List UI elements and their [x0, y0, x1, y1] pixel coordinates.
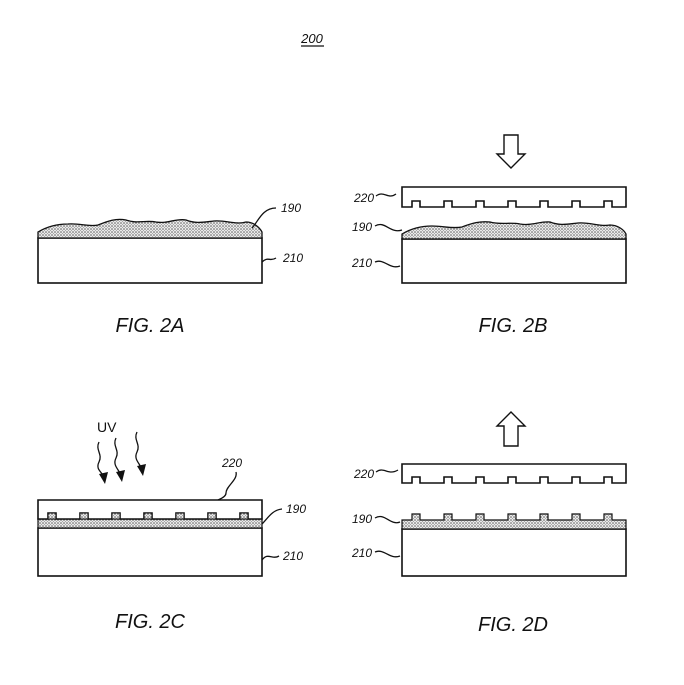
substrate-210 [37, 237, 263, 284]
panel-fig-2d: 220 190 210 FIG. 2D [351, 411, 627, 636]
label-uv: UV [97, 419, 117, 435]
leader-190 [374, 515, 401, 524]
resin-layer-190 [37, 218, 263, 239]
substrate-210 [37, 527, 263, 577]
arrow-up-outline-icon [495, 411, 527, 447]
label-220: 220 [353, 191, 374, 205]
caption-fig-2d: FIG. 2D [478, 614, 548, 636]
leader-220 [375, 193, 397, 197]
label-190: 190 [281, 201, 301, 215]
label-220: 220 [221, 456, 242, 470]
label-190: 190 [286, 502, 306, 516]
label-190: 190 [352, 220, 372, 234]
caption-fig-2b: FIG. 2B [479, 315, 548, 337]
sheet-number: 200 [300, 31, 323, 46]
wavy-arrow-icon [114, 437, 125, 482]
label-210: 210 [282, 251, 303, 265]
leader-210 [374, 550, 401, 558]
leader-190 [374, 223, 403, 232]
arrow-down-outline-icon [495, 134, 527, 169]
substrate-210 [401, 238, 627, 284]
leader-190 [251, 207, 277, 229]
leader-220 [217, 471, 237, 501]
panel-fig-2a: 190 210 FIG. 2A [37, 201, 303, 337]
panel-fig-2c: UV 220 190 210 FIG. 2C [37, 419, 306, 633]
label-220: 220 [353, 467, 374, 481]
leader-190 [261, 508, 283, 525]
leader-210 [261, 257, 277, 263]
substrate-210 [401, 528, 627, 577]
resin-layer-190 [37, 518, 263, 529]
label-210: 210 [282, 549, 303, 563]
resin-fill-in-mold-recesses [47, 512, 249, 520]
caption-fig-2a: FIG. 2A [116, 315, 185, 337]
patterned-resin-layer-190 [401, 513, 627, 530]
leader-210 [374, 260, 401, 268]
label-210: 210 [351, 546, 372, 560]
leader-220 [375, 469, 399, 473]
mold-220 [401, 463, 627, 484]
label-190: 190 [352, 512, 372, 526]
wavy-arrow-icon [97, 441, 108, 484]
caption-fig-2c: FIG. 2C [115, 611, 186, 633]
wavy-arrow-icon [135, 431, 146, 476]
leader-210 [261, 555, 280, 561]
panel-fig-2b: 220 190 210 FIG. 2B [351, 134, 627, 337]
label-210: 210 [351, 256, 372, 270]
resin-layer-190 [401, 221, 627, 240]
mold-220 [401, 186, 627, 208]
